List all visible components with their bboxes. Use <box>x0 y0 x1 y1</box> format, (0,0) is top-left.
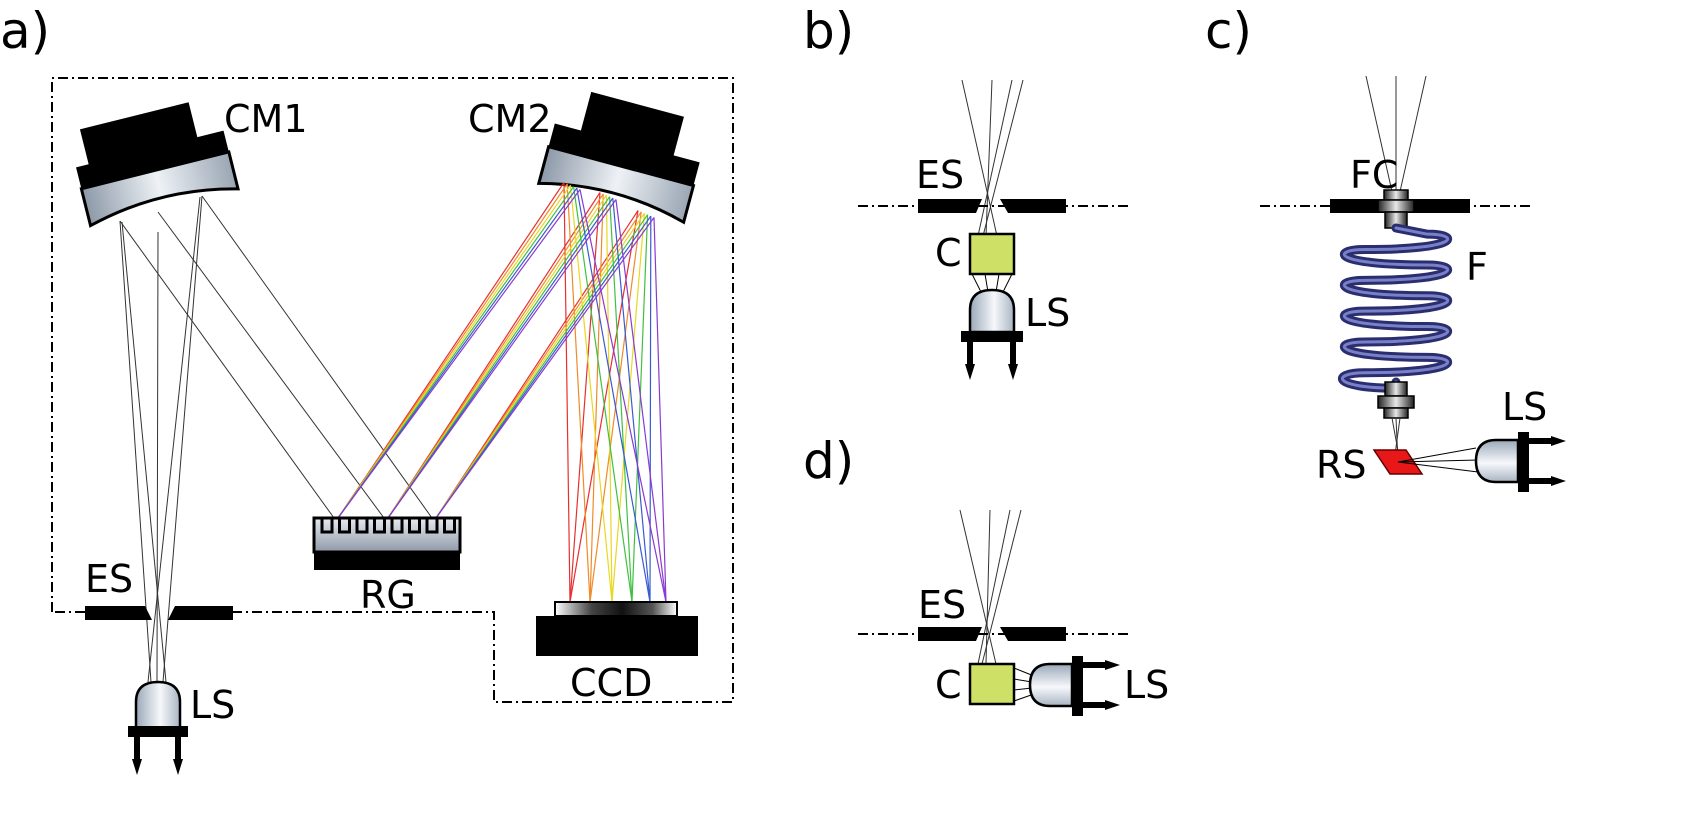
dispersed-ray-out <box>589 193 604 603</box>
collimator-b <box>968 232 1016 276</box>
collimator-d <box>968 662 1016 706</box>
input-rays-d <box>959 509 1022 665</box>
fiber-coupler-bottom <box>1377 381 1415 419</box>
es-label-b: ES <box>916 153 964 197</box>
es-label-d: ES <box>918 583 966 627</box>
dispersed-ray-out <box>573 186 633 603</box>
c-label-d: C <box>935 663 962 707</box>
dispersed-ray-out <box>615 199 667 603</box>
cm1-label: CM1 <box>224 97 308 141</box>
dispersed-ray-out <box>569 192 601 603</box>
ccd-detector <box>536 601 698 656</box>
f-label: F <box>1466 245 1488 289</box>
input-rays-c <box>1365 75 1427 197</box>
rs-label: RS <box>1316 443 1367 487</box>
es-label-a: ES <box>85 557 133 601</box>
dispersed-ray-out <box>612 198 651 603</box>
ls-label-c: LS <box>1502 385 1547 429</box>
panel-b-label: b) <box>803 2 854 60</box>
dispersed-ray-in <box>435 217 655 519</box>
cm1-mirror <box>76 102 240 228</box>
optical-fiber-highlight <box>1341 226 1450 390</box>
collimated-rays <box>119 195 433 519</box>
led-rays-c <box>1397 447 1479 473</box>
panel-c: c) FC F RS <box>1205 2 1566 492</box>
dispersed-ray-out <box>611 213 645 603</box>
dispersed-ray-out <box>631 214 649 603</box>
cm2-mirror <box>536 91 700 225</box>
dispersed-ray-in <box>387 199 617 519</box>
entrance-slit-d <box>918 627 1066 641</box>
led-source-d <box>1028 656 1120 716</box>
dispersed-ray-in <box>337 189 581 519</box>
led-source-c <box>1474 432 1566 492</box>
panel-c-label: c) <box>1205 2 1252 60</box>
panel-d-label: d) <box>803 432 854 490</box>
dispersed-ray-out <box>579 189 667 603</box>
led-source-a <box>128 680 188 775</box>
dispersed-ray-out <box>605 195 613 603</box>
input-rays <box>119 195 203 683</box>
fiber-coupler-top <box>1377 189 1415 229</box>
rg-label: RG <box>360 573 416 617</box>
dispersed-rays <box>337 182 667 603</box>
panel-a-label: a) <box>0 2 50 60</box>
ls-label-b: LS <box>1025 291 1070 335</box>
dispersed-ray-out <box>569 185 613 603</box>
entrance-slit-a <box>85 606 233 620</box>
input-rays-b <box>961 79 1024 237</box>
ls-label-d: LS <box>1124 663 1169 707</box>
led-source-b <box>961 288 1023 380</box>
ls-label-a: LS <box>190 683 235 727</box>
panel-b: b) ES C LS <box>803 2 1128 380</box>
panel-a: a) CM1 CM2 <box>0 2 734 775</box>
dispersed-ray-out <box>653 217 667 603</box>
c-label-b: C <box>935 231 962 275</box>
panel-d: d) ES C LS <box>803 432 1169 716</box>
dispersed-ray-out <box>576 187 651 603</box>
cm2-label: CM2 <box>468 97 552 141</box>
ccd-label: CCD <box>570 661 652 705</box>
entrance-slit-b <box>918 199 1066 213</box>
housing-outline <box>51 77 734 703</box>
dispersed-ray-out <box>649 216 652 603</box>
reflection-grating <box>312 516 462 570</box>
fc-label: FC <box>1350 153 1398 197</box>
